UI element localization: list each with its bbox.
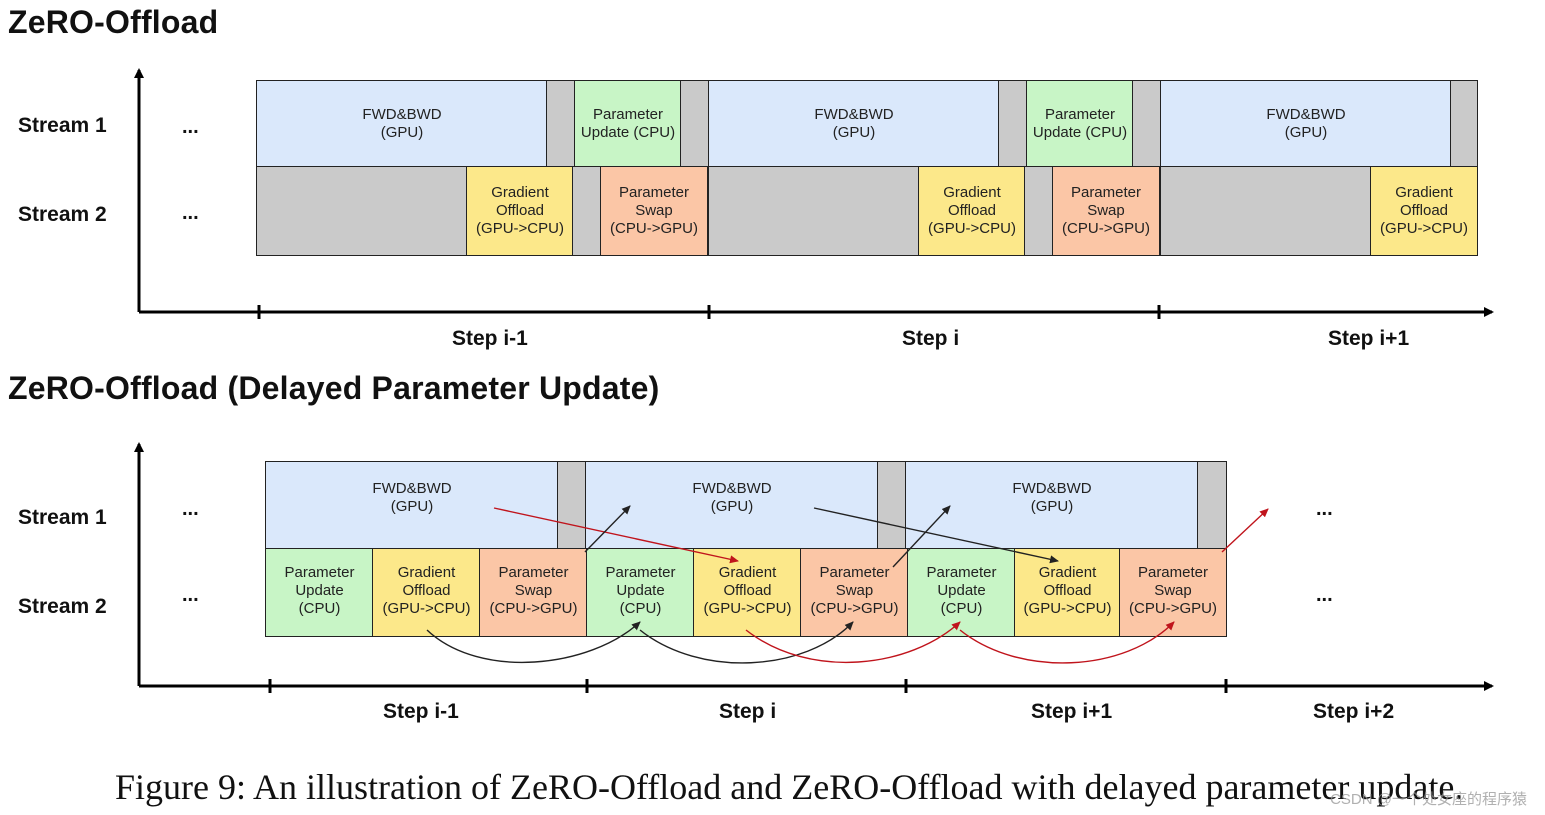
top-title: ZeRO-Offload xyxy=(8,4,219,40)
top-stream2-label: Stream 2 xyxy=(18,203,107,226)
bottom-step-label-1: Step i-1 xyxy=(383,700,459,723)
top-s2-param-swap-2: Parameter Swap (CPU->GPU) xyxy=(1052,166,1160,256)
bottom-step-label-4: Step i+2 xyxy=(1313,700,1395,723)
bottom-stream2-ellipsis-left: ... xyxy=(182,584,199,606)
bottom-title: ZeRO-Offload (Delayed Parameter Update) xyxy=(8,370,660,406)
top-s2-idle-2 xyxy=(572,166,602,256)
top-step-label-1: Step i-1 xyxy=(452,327,528,350)
top-s1-param-update-2: Parameter Update (CPU) xyxy=(1026,80,1134,168)
bottom-step-label-2: Step i xyxy=(719,700,777,723)
arrow-offload-to-update-2-red xyxy=(745,621,961,664)
bottom-stream1-ellipsis-left: ... xyxy=(182,498,199,520)
bottom-s1-idle-3 xyxy=(1197,461,1227,550)
bottom-stream2-ellipsis-right: ... xyxy=(1316,584,1333,606)
top-s1-param-update-1: Parameter Update (CPU) xyxy=(574,80,682,168)
arrow-offload-to-update-1 xyxy=(426,621,641,664)
bottom-stream2-label: Stream 2 xyxy=(18,595,107,618)
top-step-label-2: Step i xyxy=(902,327,960,350)
arrow-update-to-swap-2-red xyxy=(959,621,1175,664)
bottom-s1-fwd-bwd-2: FWD&BWD (GPU) xyxy=(585,461,879,550)
bottom-s2-grad-offload-1: Gradient Offload (GPU->CPU) xyxy=(372,548,481,637)
bottom-s2-param-swap-3: Parameter Swap (CPU->GPU) xyxy=(1119,548,1227,637)
top-step-label-3: Step i+1 xyxy=(1328,327,1410,350)
top-s2-grad-offload-2: Gradient Offload (GPU->CPU) xyxy=(918,166,1026,256)
arrow-swap-to-fwd-3-red xyxy=(1221,508,1269,553)
top-stream2-ellipsis: ... xyxy=(182,202,199,224)
bottom-s2-param-update-3: Parameter Update (CPU) xyxy=(907,548,1016,637)
bottom-s2-param-swap-1: Parameter Swap (CPU->GPU) xyxy=(479,548,588,637)
bottom-stream1-label: Stream 1 xyxy=(18,506,107,529)
top-s2-grad-offload-3: Gradient Offload (GPU->CPU) xyxy=(1370,166,1478,256)
top-s1-idle-5 xyxy=(1450,80,1478,168)
bottom-s1-idle-2 xyxy=(877,461,907,550)
figure-caption: Figure 9: An illustration of ZeRO-Offloa… xyxy=(115,767,1464,807)
top-s2-idle-1 xyxy=(256,166,468,256)
bottom-step-label-3: Step i+1 xyxy=(1031,700,1113,723)
watermark: CSDN @一个处女座的程序猿 xyxy=(1330,791,1527,808)
top-s2-idle-5 xyxy=(1160,166,1372,256)
top-s2-idle-3 xyxy=(708,166,920,256)
bottom-axes xyxy=(134,442,1494,693)
top-s2-grad-offload-1: Gradient Offload (GPU->CPU) xyxy=(466,166,574,256)
bottom-s2-grad-offload-3: Gradient Offload (GPU->CPU) xyxy=(1014,548,1121,637)
bottom-s2-param-swap-2: Parameter Swap (CPU->GPU) xyxy=(800,548,909,637)
top-s2-idle-4 xyxy=(1024,166,1054,256)
arrow-swap-to-fwd-2 xyxy=(892,505,951,568)
top-s1-idle-1 xyxy=(546,80,576,168)
arrow-update-to-swap-1 xyxy=(639,621,854,664)
bottom-s2-grad-offload-2: Gradient Offload (GPU->CPU) xyxy=(693,548,802,637)
arrow-fwd-to-offload-black xyxy=(813,507,1059,564)
top-s2-param-swap-1: Parameter Swap (CPU->GPU) xyxy=(600,166,708,256)
top-axes xyxy=(134,68,1494,319)
bottom-stream1-ellipsis-right: ... xyxy=(1316,498,1333,520)
bottom-s2-param-update-1: Parameter Update (CPU) xyxy=(265,548,374,637)
top-stream1-label: Stream 1 xyxy=(18,114,107,137)
arrow-swap-to-fwd-1 xyxy=(584,505,631,553)
top-stream1-ellipsis: ... xyxy=(182,116,199,138)
bottom-s1-fwd-bwd-3: FWD&BWD (GPU) xyxy=(905,461,1199,550)
arrow-fwd-to-offload-red xyxy=(493,507,739,564)
